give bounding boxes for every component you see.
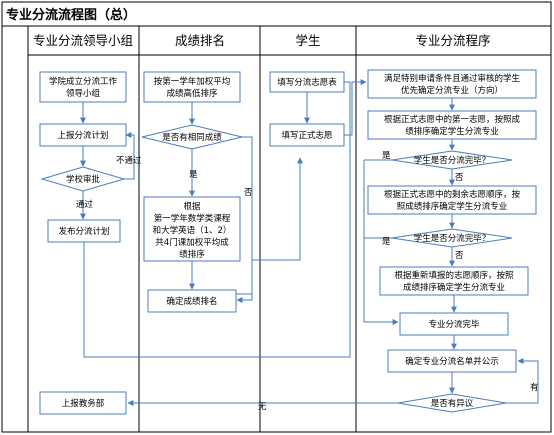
lane-header-procedure: 专业分流程序 (415, 33, 490, 48)
lane-header-student: 学生 (295, 33, 320, 48)
svg-text:和大学英语（1、2）: 和大学英语（1、2） (153, 225, 232, 236)
node-fill-wish: 填写分流志愿表 (269, 71, 345, 93)
node-remaining-wish: 根据正式志愿中的剩余志愿顺序，按 照成绩排序确定学生分流专业 (367, 185, 537, 215)
edge-label-none: 无 (258, 402, 267, 412)
node-publish-plan: 发布分流计划 (47, 219, 121, 243)
svg-text:确定专业分流名单并公示: 确定专业分流名单并公示 (405, 356, 499, 367)
node-confirm-rank: 确定成绩排名 (147, 289, 237, 313)
edge-label-not-pass: 不通过 (116, 155, 142, 166)
svg-text:成绩高低排序: 成绩高低排序 (166, 88, 218, 99)
edge-label-yes-2: 是 (382, 151, 391, 161)
chart-title: 专业分流流程图（总） (6, 7, 136, 23)
node-objection: 是否有异议 (397, 393, 507, 413)
svg-text:是否有异议: 是否有异议 (431, 398, 474, 409)
node-fill-formal: 填写正式志愿 (269, 123, 345, 147)
edge-label-no-3: 否 (455, 251, 464, 261)
node-done-2: 学生是否分流完毕？ (391, 228, 513, 248)
edge-label-yes-3: 是 (382, 237, 391, 247)
node-finish: 专业分流完毕 (399, 312, 509, 336)
node-done-1: 学生是否分流完毕？ (391, 150, 513, 170)
node-school-approve: 学校审批 (40, 166, 126, 192)
svg-text:成绩排序确定学生分流专业: 成绩排序确定学生分流专业 (403, 282, 505, 293)
svg-text:是否有相同成绩: 是否有相同成绩 (162, 132, 222, 143)
node-tie-break: 根据 第一学年数学类课程 和大学英语（1、2） 共4门课加权平均成 绩排序 (143, 196, 241, 262)
svg-text:根据重新填报的志愿顺序，按照: 根据重新填报的志愿顺序，按照 (394, 270, 514, 281)
svg-text:确定成绩排名: 确定成绩排名 (166, 296, 217, 307)
lane-header-leader: 专业分流领导小组 (33, 33, 133, 48)
node-special-apply: 满足特别申请条件且通过审核的学生 优先确定分流专业（方向） (367, 69, 537, 99)
svg-text:第一学年数学类课程: 第一学年数学类课程 (154, 213, 231, 224)
edge-label-no-1: 否 (244, 188, 253, 198)
svg-text:专业分流完毕: 专业分流完毕 (428, 319, 480, 330)
node-same-score: 是否有相同成绩 (141, 124, 243, 150)
node-submit-plan: 上报分流计划 (39, 123, 127, 147)
svg-text:学生是否分流完毕？: 学生是否分流完毕？ (414, 155, 491, 166)
svg-text:共4门课加权平均成: 共4门课加权平均成 (155, 237, 229, 248)
svg-text:根据: 根据 (183, 201, 201, 212)
edge-label-yes-1: 是 (189, 170, 198, 180)
svg-text:发布分流计划: 发布分流计划 (58, 226, 109, 237)
svg-text:按第一学年加权平均: 按第一学年加权平均 (154, 76, 231, 87)
node-rank-by-gpa: 按第一学年加权平均 成绩高低排序 (143, 71, 241, 103)
svg-text:绩排序: 绩排序 (179, 249, 205, 260)
svg-text:根据正式志愿中的剩余志愿顺序，按: 根据正式志愿中的剩余志愿顺序，按 (384, 189, 521, 200)
node-leader-group: 学院成立分流工作 领导小组 (39, 71, 127, 103)
edge-label-no-2: 否 (455, 173, 464, 183)
node-report-office: 上报教务部 (39, 391, 127, 415)
node-publish-list: 确定专业分流名单并公示 (387, 349, 517, 373)
edge-label-pass: 通过 (76, 199, 94, 210)
svg-text:学院成立分流工作: 学院成立分流工作 (49, 76, 118, 87)
lane-header-ranking: 成绩排名 (175, 33, 225, 48)
svg-text:领导小组: 领导小组 (66, 88, 101, 99)
svg-text:填写正式志愿: 填写正式志愿 (281, 130, 333, 141)
node-first-wish: 根据正式志愿中的第一志愿，按照成 绩排序确定学生分流专业 (367, 110, 537, 140)
svg-text:优先确定分流专业（方向）: 优先确定分流专业（方向） (401, 85, 503, 96)
svg-text:上报分流计划: 上报分流计划 (57, 130, 108, 141)
svg-text:照成绩排序确定学生分流专业: 照成绩排序确定学生分流专业 (397, 201, 508, 212)
svg-text:上报教务部: 上报教务部 (62, 398, 105, 409)
svg-text:根据正式志愿中的第一志愿，按照成: 根据正式志愿中的第一志愿，按照成 (384, 114, 521, 125)
svg-text:学校审批: 学校审批 (66, 174, 101, 185)
svg-text:填写分流志愿表: 填写分流志愿表 (277, 77, 337, 88)
svg-text:学生是否分流完毕？: 学生是否分流完毕？ (414, 233, 491, 244)
node-refill-wish: 根据重新填报的志愿顺序，按照 成绩排序确定学生分流专业 (379, 266, 529, 296)
svg-text:绩排序确定学生分流专业: 绩排序确定学生分流专业 (405, 126, 499, 137)
svg-text:满足特别申请条件且通过审核的学生: 满足特别申请条件且通过审核的学生 (384, 73, 521, 84)
edge-label-have: 有 (530, 382, 539, 393)
